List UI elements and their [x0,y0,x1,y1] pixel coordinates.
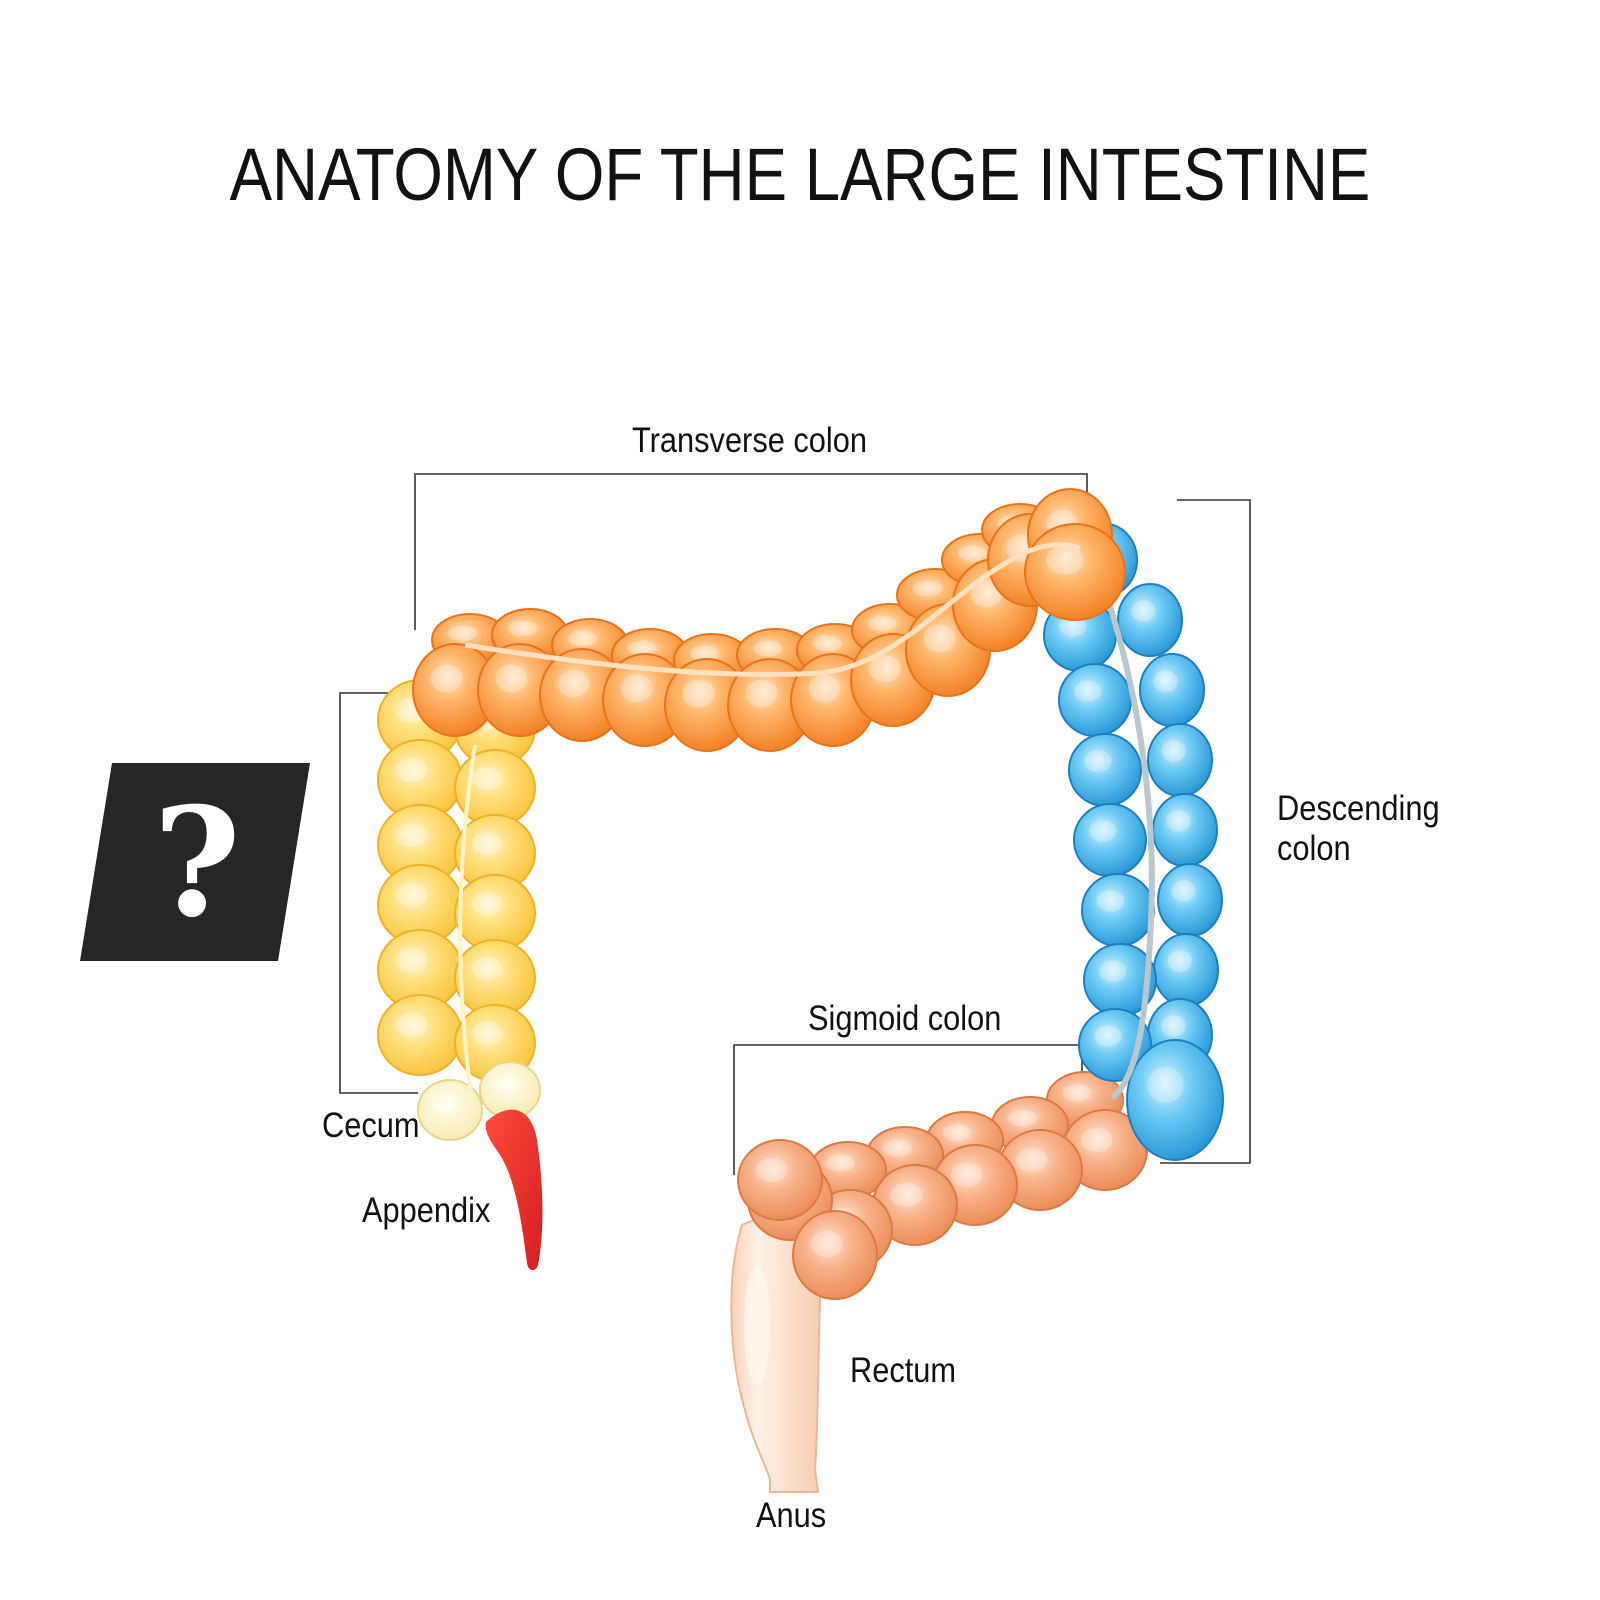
transverse-haustrum-highlight [912,580,942,597]
sigmoid-colon [737,1071,1148,1300]
rectum-highlight [744,1265,770,1385]
descending-colon-label-line2: colon [1277,828,1351,867]
descending-colon-bracket [1160,499,1251,1164]
transverse-colon-bracket [414,473,1088,630]
transverse-haustrum-highlight [868,654,901,683]
ascending-colon-bracket [339,692,418,1094]
sigmoid-haustrum-highlight [810,1230,843,1258]
anus-label: Anus [756,1495,826,1534]
transverse-haustrum-highlight [682,679,715,708]
sigmoid-haustrum [737,1139,823,1221]
ascending-haustrum-highlight [395,758,428,782]
transverse-haustrum-highlight [752,640,782,657]
descending-haustrum-highlight [1131,600,1156,622]
hidden-label-box[interactable]: ? [80,763,310,961]
transverse-haustrum-highlight [495,664,528,693]
descending-haustrum-highlight [1161,1015,1186,1037]
descending-haustrum-highlight [1089,820,1117,842]
cecum-pouch [417,1079,483,1141]
descending-haustrum-highlight [1147,1067,1184,1103]
transverse-haustrum-highlight [627,640,657,657]
transverse-colon [412,488,1126,752]
transverse-haustrum-highlight [808,674,841,703]
transverse-haustrum-highlight [745,679,778,708]
descending-colon-label-line1: Descending [1277,788,1440,827]
sigmoid-haustrum-highlight [942,1124,972,1142]
descending-haustrum-highlight [1167,950,1192,972]
transverse-haustrum-highlight [557,669,590,698]
descending-haustrum-highlight [1084,750,1112,772]
sigmoid-haustrum-highlight [1007,1109,1037,1127]
descending-haustrum-highlight [1094,1025,1122,1047]
transverse-haustrum-highlight [430,664,463,693]
ascending-haustrum-highlight [471,767,503,790]
transverse-haustrum-highlight [923,624,956,653]
descending-haustrum-highlight [1171,880,1196,902]
descending-haustrum-highlight [1099,960,1127,982]
descending-haustrum [1126,1039,1224,1161]
descending-haustrum-highlight [1153,670,1178,692]
ascending-haustrum-highlight [471,1022,503,1045]
transverse-haustrum-highlight [867,615,897,632]
transverse-haustrum-highlight [689,645,719,662]
cecum-pouch-highlight [492,1074,516,1092]
appendix [485,1109,543,1271]
cecum-label: Cecum [322,1105,420,1144]
sigmoid-haustrum-highlight [755,1158,788,1182]
sigmoid-haustrum-highlight [890,1183,923,1207]
splenic-flexure-haustrum [1024,523,1126,621]
transverse-haustrum-highlight [812,635,842,652]
transverse-haustrum-highlight [620,674,653,703]
transverse-haustrum-highlight [567,630,597,647]
transverse-colon-label: Transverse colon [632,420,867,459]
ascending-haustrum-highlight [471,957,503,980]
question-mark: ? [153,775,241,951]
descending-taenia [1105,599,1155,1101]
rectum-label: Rectum [850,1350,956,1389]
descending-haustrum-highlight [1161,740,1186,762]
transverse-haustrum-highlight [957,545,987,562]
hidden-label-background [80,763,310,961]
descending-colon [1043,523,1224,1161]
transverse-haustrum-highlight [447,625,477,642]
ascending-haustrum-highlight [395,823,428,847]
sigmoid-haustrum-highlight [950,1163,983,1187]
descending-haustrum-highlight [1097,890,1125,912]
ascending-haustrum-highlight [471,832,503,855]
sigmoid-haustrum-highlight [825,1154,855,1172]
sigmoid-haustrum [792,1210,878,1300]
descending-haustrum-highlight [1074,680,1102,702]
splenic-flexure-haustrum-highlight [1046,545,1084,575]
sigmoid-haustrum-highlight [1080,1128,1113,1152]
transverse-taenia [464,542,1081,677]
page-title: ANATOMY OF THE LARGE INTESTINE [230,134,1371,217]
appendix-label: Appendix [362,1190,491,1229]
ascending-taenia [458,744,477,1101]
sigmoid-haustrum-highlight [882,1139,912,1157]
ascending-haustrum-highlight [471,892,503,915]
descending-haustrum [1117,583,1183,657]
sigmoid-haustrum-highlight [1015,1148,1048,1172]
ascending-haustrum-highlight [395,948,428,972]
ascending-haustrum-highlight [395,883,428,907]
sigmoid-colon-label: Sigmoid colon [808,998,1001,1037]
ascending-haustrum-highlight [395,1013,428,1037]
transverse-haustrum-highlight [507,620,537,637]
cecum-pouch-highlight [431,1093,456,1112]
descending-haustrum-highlight [1166,810,1191,832]
sigmoid-haustrum-highlight [1062,1084,1092,1102]
